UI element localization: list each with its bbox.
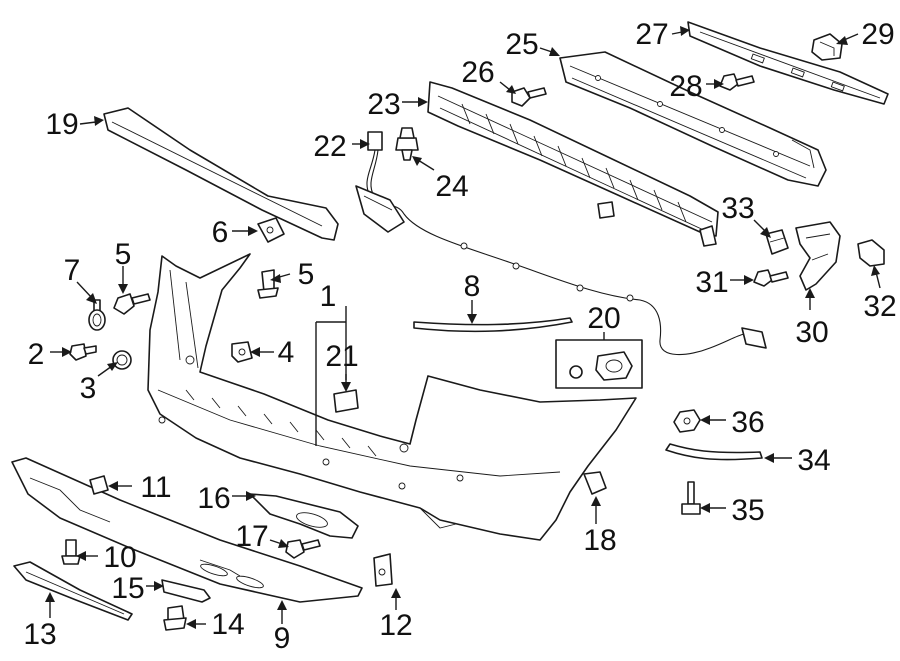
callout-1-bracket: [315, 306, 347, 446]
part-19-molding: [103, 107, 339, 241]
part-22-wiring-harness: [355, 131, 767, 356]
part-21-label: [333, 389, 359, 413]
part-16-exhaust-bezel: [249, 493, 359, 539]
callout-22: 22: [313, 130, 346, 163]
callout-14: 14: [211, 608, 244, 641]
callout-32: 32: [863, 290, 896, 323]
callout-13: 13: [23, 618, 56, 651]
callout-8: 8: [464, 270, 481, 303]
callout-5-left: 5: [115, 238, 132, 271]
part-31-bolt: [753, 269, 789, 287]
callout-5-right: 5: [298, 258, 315, 291]
callout-9: 9: [274, 622, 291, 655]
part-10-push-pin: [61, 539, 81, 565]
callout-6: 6: [212, 216, 229, 249]
part-30-bracket: [795, 221, 841, 291]
callout-16: 16: [197, 482, 230, 515]
callout-31: 31: [695, 266, 728, 299]
callout-3: 3: [80, 372, 97, 405]
callout-26: 26: [461, 56, 494, 89]
part-15-reflector: [161, 579, 211, 603]
part-5-retainer-a: [257, 269, 279, 299]
callout-23: 23: [367, 88, 400, 121]
part-8-trim-strip: [413, 317, 573, 333]
part-35-bolt: [681, 481, 701, 515]
part-12-bracket: [373, 553, 393, 587]
callout-18: 18: [583, 524, 616, 557]
callout-7: 7: [64, 254, 81, 287]
part-7-eye-bolt: [88, 299, 106, 331]
part-23-energy-absorber: [427, 81, 719, 247]
part-29-clip: [811, 33, 843, 61]
part-20-sensor-kit: [555, 339, 643, 389]
part-18-clip: [583, 471, 607, 495]
callout-19: 19: [45, 108, 78, 141]
part-36-nut: [673, 409, 701, 433]
callout-12: 12: [379, 609, 412, 642]
callout-28: 28: [669, 70, 702, 103]
callout-10: 10: [103, 541, 136, 574]
callout-30: 30: [795, 316, 828, 349]
part-3-washer: [112, 350, 132, 370]
callout-25: 25: [505, 28, 538, 61]
callout-36: 36: [731, 406, 764, 439]
part-11-clip: [89, 475, 109, 495]
part-6-clip: [257, 217, 285, 243]
callout-11: 11: [140, 471, 171, 504]
callout-33: 33: [721, 192, 754, 225]
part-1-bumper-cover: [147, 253, 637, 541]
callout-labels: 1 2 3 4 5 5 6 7 8 9 10 11 12 13 14 15 16…: [23, 18, 896, 655]
callout-4: 4: [278, 336, 295, 369]
callout-17: 17: [235, 520, 268, 553]
callout-2: 2: [28, 338, 45, 371]
part-27-reinforcement-strip: [687, 21, 889, 105]
callout-34: 34: [797, 444, 830, 477]
callout-27: 27: [635, 18, 668, 51]
part-17-bolt: [285, 539, 321, 559]
part-13-lower-molding: [13, 561, 133, 621]
part-33-clip: [765, 229, 789, 255]
part-25-impact-bar: [559, 51, 827, 187]
part-4-clip: [231, 341, 253, 363]
callout-15: 15: [111, 572, 144, 605]
callout-24: 24: [435, 170, 468, 203]
part-28-bolt: [719, 73, 755, 91]
callout-35: 35: [731, 494, 764, 527]
part-5-bolt: [113, 293, 151, 315]
part-34-seal-strip: [665, 443, 763, 461]
leader-lines: [45, 26, 881, 629]
part-9-lower-valance: [11, 457, 363, 603]
callout-29: 29: [861, 18, 894, 51]
part-2-bolt: [69, 343, 97, 361]
part-24-push-pin: [395, 127, 419, 161]
callout-20: 20: [587, 302, 620, 335]
part-26-bolt: [511, 87, 547, 107]
part-14-push-pin: [163, 605, 187, 631]
part-32-clip: [857, 239, 885, 267]
callout-21: 21: [325, 340, 358, 373]
callout-1: 1: [320, 280, 337, 313]
